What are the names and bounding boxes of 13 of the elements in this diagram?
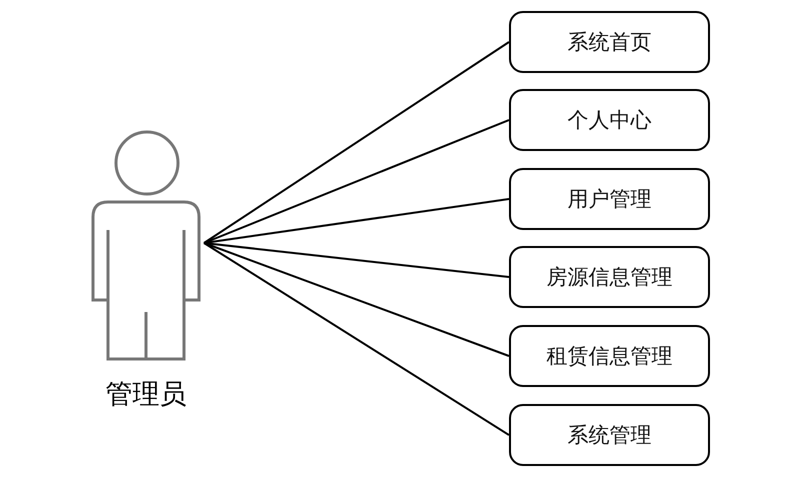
connector-line (204, 119, 510, 244)
actor-label: 管理员 (104, 378, 188, 412)
use-case-box: 系统管理 (509, 404, 710, 466)
use-case-box: 用户管理 (509, 168, 710, 230)
use-case-box: 个人中心 (509, 89, 710, 151)
connector-line (204, 242, 510, 278)
use-case-box: 房源信息管理 (509, 246, 710, 308)
connector-line (204, 242, 510, 357)
connector-line (203, 242, 510, 436)
use-case-box: 系统首页 (509, 11, 710, 73)
connector-line (203, 41, 510, 244)
use-case-box: 租赁信息管理 (509, 325, 710, 387)
connector-line (204, 198, 510, 244)
